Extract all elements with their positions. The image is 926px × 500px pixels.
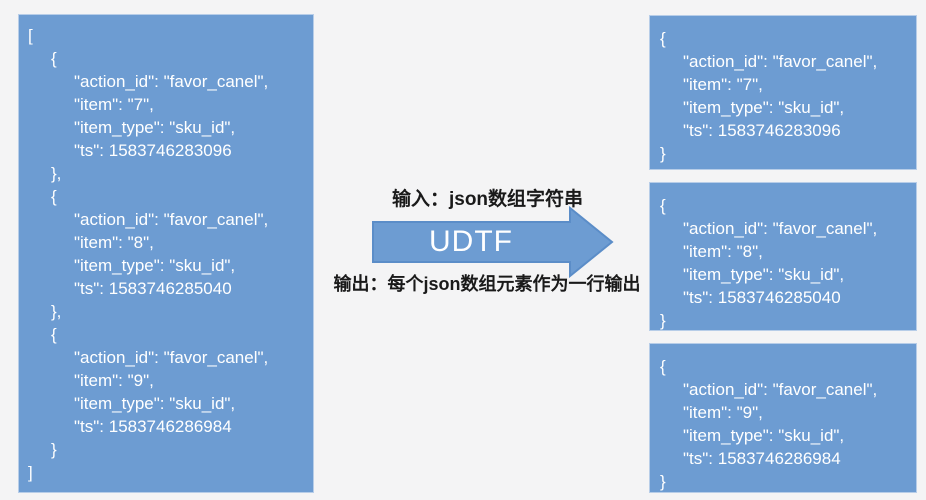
input-json-text: [{"action_id": "favor_canel","item": "7"…: [28, 26, 269, 482]
udtf-arrow: [372, 206, 614, 278]
output-row-box: {"action_id": "favor_canel","item": "8",…: [649, 182, 917, 331]
input-json-panel: [{"action_id": "favor_canel","item": "7"…: [18, 14, 314, 493]
output-row-text: {"action_id": "favor_canel","item": "8",…: [660, 196, 878, 330]
output-row-text: {"action_id": "favor_canel","item": "7",…: [660, 29, 878, 163]
output-row-box: {"action_id": "favor_canel","item": "9",…: [649, 343, 917, 493]
input-label: 输入：json数组字符串: [391, 189, 584, 210]
output-row-box: {"action_id": "favor_canel","item": "7",…: [649, 15, 917, 170]
output-label: 输出：每个json数组元素作为一行输出: [333, 274, 641, 294]
output-row-text: {"action_id": "favor_canel","item": "9",…: [660, 357, 878, 491]
udtf-label: UDTF: [429, 225, 513, 258]
